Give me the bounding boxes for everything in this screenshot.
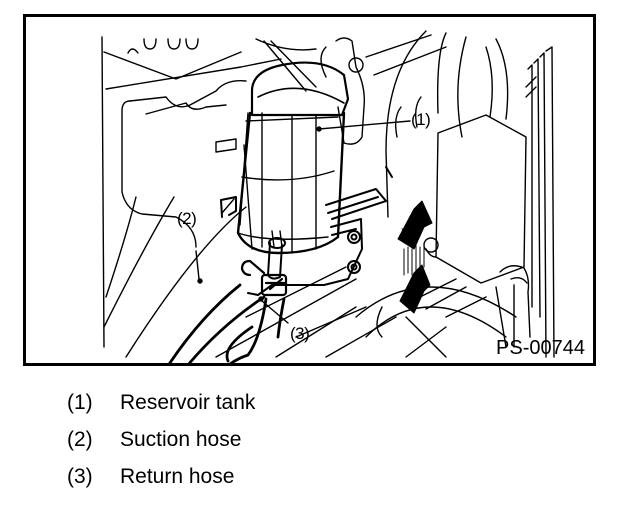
engine-bay-background [101, 30, 555, 358]
legend-number: (2) [67, 428, 93, 451]
tank-bracket [220, 166, 393, 296]
legend-text: Return hose [120, 465, 235, 488]
callout-2: (2) [177, 209, 197, 228]
reservoir-tank-illustration [101, 30, 555, 363]
return-hose [225, 297, 286, 363]
figure-frame: (1) (2) (3) PS-00744 [23, 14, 596, 366]
arrow-icon [397, 200, 433, 250]
legend-text: Reservoir tank [120, 391, 256, 414]
lower-pipes [215, 266, 517, 358]
callout-3: (3) [290, 324, 310, 343]
callout-leaders [195, 120, 411, 324]
legend-text: Suction hose [120, 428, 242, 451]
legend-number: (3) [67, 465, 93, 488]
arrow-shaft-hatching [403, 242, 425, 276]
figure-id: PS-00744 [496, 337, 585, 359]
arrow-icon [399, 264, 431, 314]
hose-clamp [240, 259, 288, 297]
callout-1: (1) [411, 110, 431, 129]
reservoir-tank [221, 61, 350, 280]
relay-box [423, 114, 531, 348]
legend-number: (1) [67, 391, 93, 414]
suction-hose [168, 283, 266, 363]
